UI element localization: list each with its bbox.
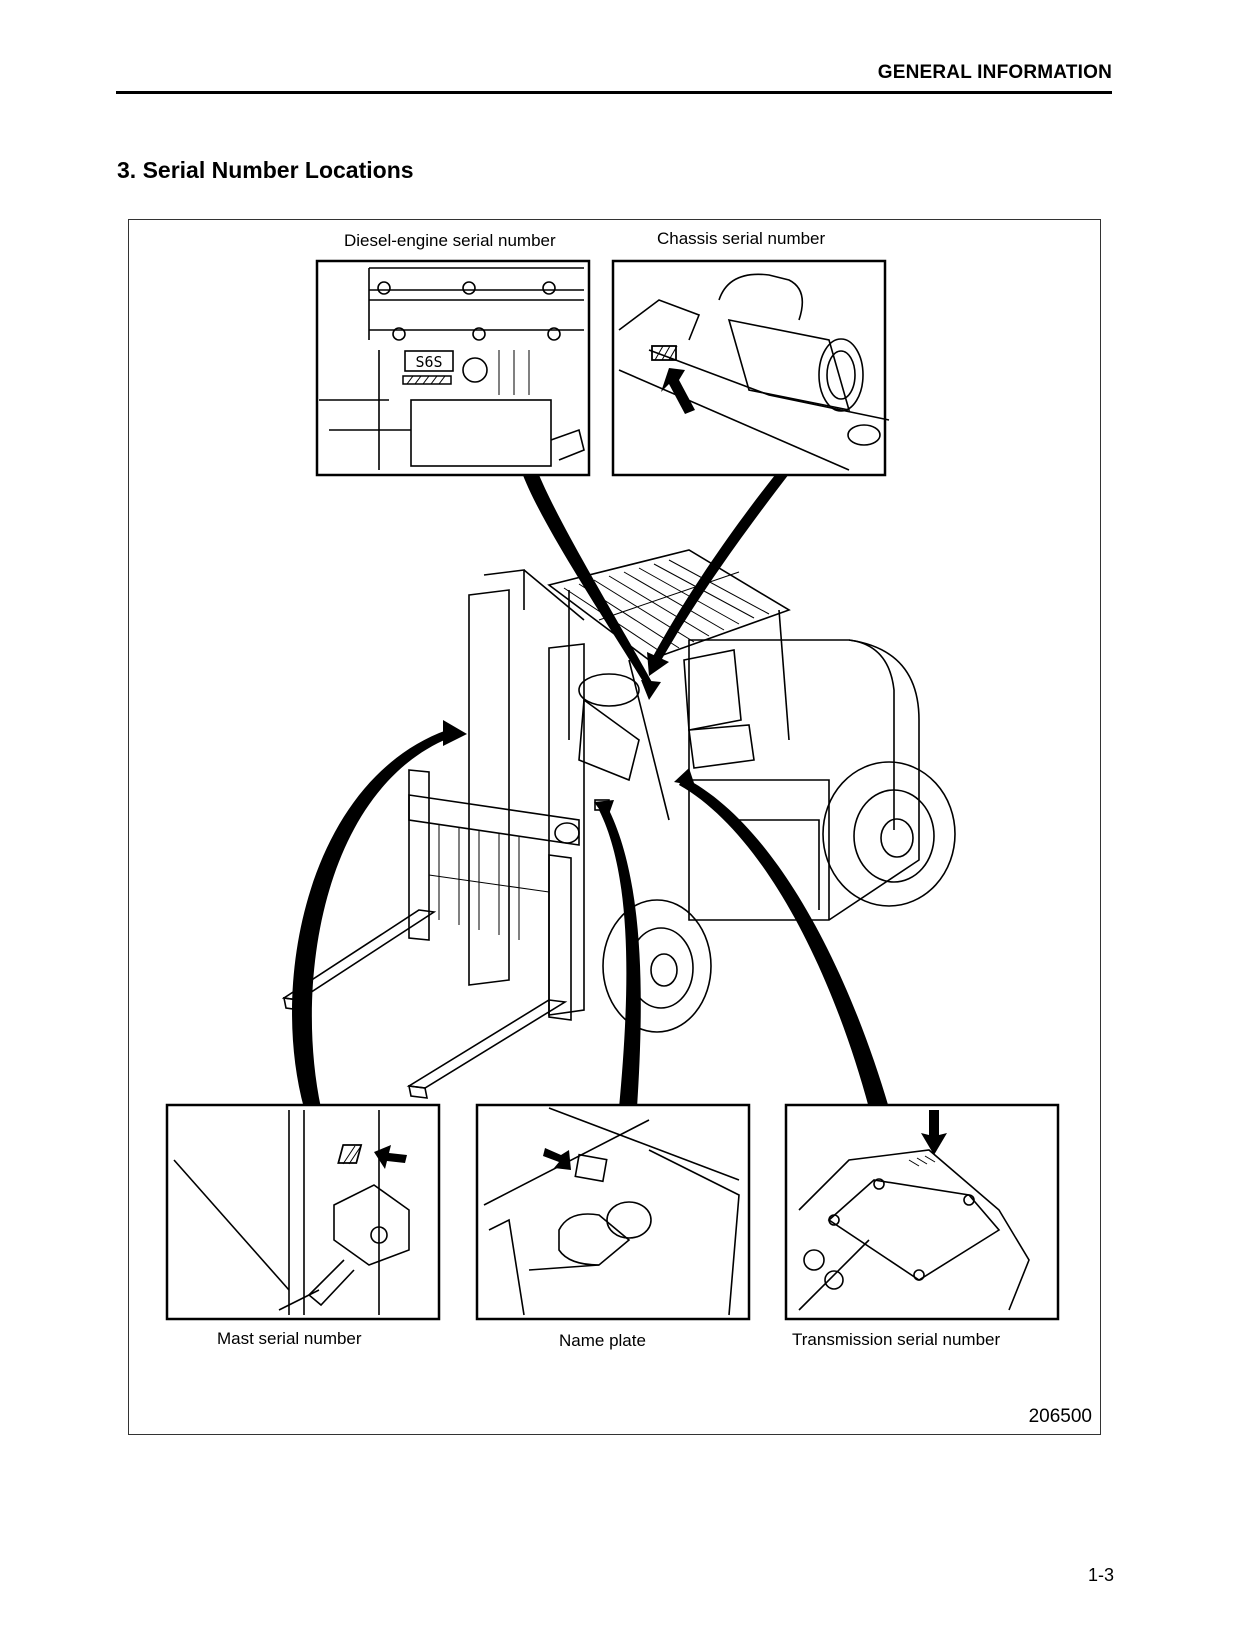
inset-chassis [611, 259, 890, 477]
figure-number: 206500 [1028, 1406, 1092, 1427]
inset-transmission [784, 1103, 1060, 1321]
figure-frame: S6S [128, 219, 1101, 1435]
engine-plate-text: S6S [415, 353, 442, 371]
section-title: 3. Serial Number Locations [117, 157, 414, 183]
page-number: 1-3 [1088, 1565, 1115, 1585]
forklift-illustration: S6S [165, 259, 1060, 1321]
header-rule [116, 91, 1112, 94]
header-title: GENERAL INFORMATION [877, 62, 1112, 83]
name-plate-caption: Name plate [559, 1331, 646, 1350]
mast-caption: Mast serial number [217, 1329, 362, 1348]
inset-name-plate [475, 1103, 751, 1321]
chassis-caption: Chassis serial number [657, 229, 826, 248]
diesel-engine-caption: Diesel-engine serial number [344, 231, 556, 250]
inset-mast [165, 1103, 441, 1321]
transmission-caption: Transmission serial number [792, 1330, 1001, 1349]
forklift-drawing [281, 549, 956, 1099]
pointer-curves [292, 470, 889, 1108]
inset-diesel-engine: S6S [315, 259, 591, 477]
